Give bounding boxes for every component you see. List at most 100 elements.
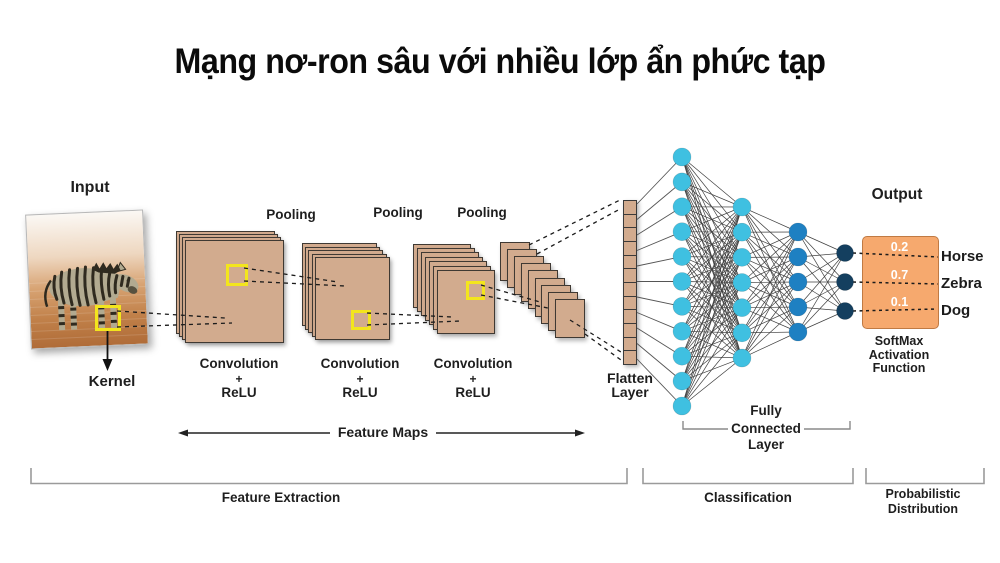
network-edge [681,307,743,332]
network-edge [681,206,743,233]
network-edge [681,232,743,382]
network-edge [636,256,683,267]
network-edge [681,306,743,334]
network-edge [681,257,743,407]
conv-relu-label-2: Convolution + ReLU [320,356,400,401]
network-edge [741,256,799,283]
fully-connected-label-line1: Fully [750,403,782,418]
section-label-classification: Classification [704,490,792,505]
network-edge [681,257,743,332]
network-node [788,272,808,292]
network-edge [681,206,743,283]
kernel-box-conv2 [351,310,371,330]
network-node [788,297,808,317]
network-edge [797,256,846,283]
network-node [672,172,692,192]
network-edge [681,256,743,334]
network-edge [681,206,743,359]
network-edge [741,256,799,359]
network-edge [681,156,743,359]
network-edge [681,256,743,359]
fully-connected-label-line3: Layer [747,437,785,452]
input-label: Input [70,179,110,196]
network-edge [741,231,799,334]
network-edge [681,355,743,359]
network-edge [741,206,799,258]
network-edge [636,156,683,205]
network-node [732,248,752,267]
network-edge [797,306,846,312]
network-edge [681,156,743,333]
network-edge [797,281,846,312]
flatten-cell [624,256,636,270]
network-edge [797,256,846,312]
network-edge [681,281,743,309]
network-edge [636,312,683,332]
network-node [672,272,692,291]
feature-map-layer [185,240,284,343]
network-node [672,297,692,316]
network-edge [741,231,799,258]
network-edge [741,231,799,258]
network-edge [797,281,846,308]
network-edge [681,332,743,382]
network-edge [681,231,743,282]
network-edge [741,231,799,283]
prediction-value-horse: 0.2 [890,240,909,254]
network-edge [681,206,743,257]
flatten-cell [624,201,636,215]
network-edge [681,282,743,382]
feature-map-layer [555,298,586,338]
network-connections [636,156,846,407]
network-edge [741,306,799,334]
softmax-activation-label: SoftMax Activation Function [868,334,930,375]
network-edge [681,156,743,308]
network-edge [741,281,799,334]
class-label-horse: Horse [941,248,984,265]
network-edge [741,281,799,283]
network-edge [797,231,846,312]
network-edge [681,156,743,283]
network-edge [741,282,799,308]
network-edge [681,181,743,283]
fully-connected-label-line2: Connected [716,421,816,437]
network-edge [681,282,743,407]
network-node [788,247,808,267]
network-node [732,298,752,317]
network-node [672,147,692,167]
network-edge [741,231,799,308]
network-node [732,222,752,242]
network-edge [741,281,799,359]
network-edge [741,257,799,283]
network-edge [741,306,799,309]
zebra-illustration [26,210,148,349]
flatten-cell [624,228,636,243]
prediction-value-dog: 0.1 [890,295,909,309]
network-edge [681,357,743,382]
network-edge [681,256,743,258]
network-edge [681,257,743,382]
network-node [732,197,752,217]
network-edge [741,231,799,283]
pooling-label-2: Pooling [373,205,423,220]
network-edge [681,256,743,308]
network-edge [681,232,743,407]
section-brackets [30,468,985,485]
network-edge [741,282,799,333]
section-label-feature-extraction: Feature Extraction [221,490,341,505]
network-edge [636,231,683,251]
feature-maps-label: Feature Maps [337,424,429,440]
network-edge [681,330,743,359]
network-edge [681,206,743,334]
network-edge [797,231,846,283]
network-edge [681,306,743,359]
flatten-cell [624,324,636,338]
network-edge [681,281,743,334]
network-nodes [672,147,854,416]
network-edge [636,181,683,220]
conv-relu-label-3: Convolution + ReLU [433,356,513,401]
class-label-dog: Dog [941,302,971,319]
kernel-box-input [95,305,121,331]
